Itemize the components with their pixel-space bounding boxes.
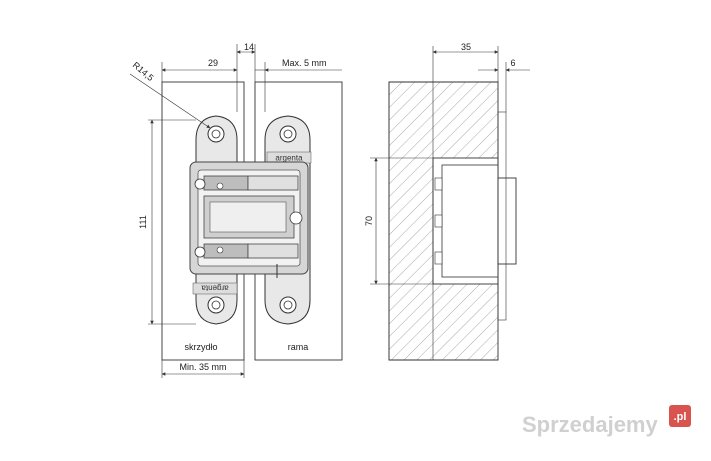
dim-radius: R14,5: [131, 60, 156, 83]
front-view: argenta argenta 29 14: [129, 42, 343, 378]
screw-hole-frame-bottom: [279, 296, 297, 314]
screw-hole-leaf-top: [207, 125, 225, 143]
hinge-protrusion: [497, 177, 517, 265]
screw-hole-frame-top: [279, 125, 297, 143]
brand-label-top: argenta: [275, 154, 303, 163]
dim-width-29: 29: [208, 58, 218, 68]
label-leaf: skrzydło: [184, 342, 217, 352]
dim-height-70: 70: [364, 216, 374, 226]
side-view: 35 6 70: [364, 42, 530, 361]
dim-max-5mm: Max. 5 mm: [282, 58, 327, 68]
watermark-badge: [669, 405, 691, 427]
dim-depth-35: 35: [461, 42, 471, 52]
hinge-mechanism: [189, 161, 309, 278]
screw-hole-leaf-bottom: [207, 296, 225, 314]
label-frame: rama: [288, 342, 309, 352]
dim-gap-14: 14: [244, 42, 254, 52]
watermark-text: Sprzedajemy: [522, 412, 658, 437]
watermark-suffix: .pl: [674, 411, 687, 423]
dim-min-35mm: Min. 35 mm: [179, 362, 226, 372]
dim-offset-6: 6: [510, 58, 515, 68]
dim-height-111: 111: [138, 215, 148, 229]
brand-label-bottom: argenta: [201, 284, 229, 293]
watermark: Sprzedajemy .pl: [522, 405, 691, 437]
